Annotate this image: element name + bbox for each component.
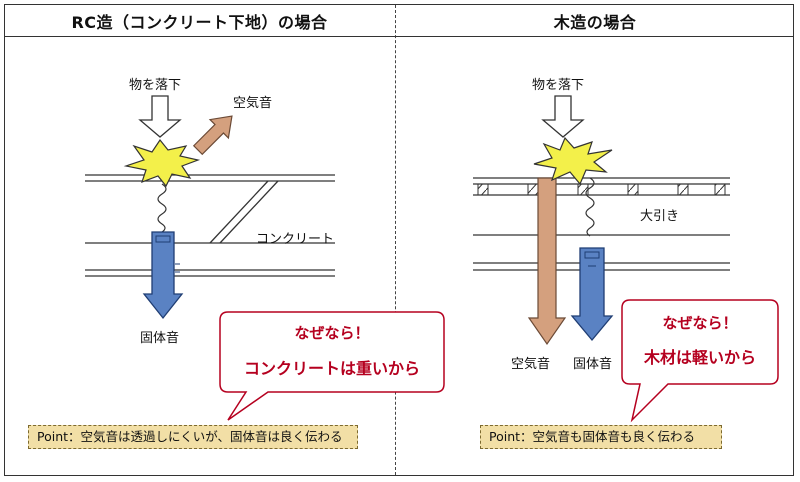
right-joists bbox=[477, 183, 726, 196]
right-airborne-label: 空気音 bbox=[511, 357, 551, 372]
left-callout-line1: なぜなら！ bbox=[294, 324, 370, 342]
right-point-box: Point：空気音も固体音も良く伝わる bbox=[480, 425, 722, 449]
right-drop-label: 物を落下 bbox=[532, 78, 585, 93]
right-drop-arrow bbox=[541, 95, 585, 138]
left-drop-arrow bbox=[138, 95, 182, 138]
right-solid-arrow bbox=[570, 247, 614, 342]
left-solid-label: 固体音 bbox=[140, 331, 180, 346]
right-callout-line1: なぜなら！ bbox=[662, 314, 738, 332]
right-solid-label: 固体音 bbox=[573, 357, 613, 372]
right-callout-line2: 木材は軽いから bbox=[643, 348, 756, 367]
panel-divider bbox=[395, 5, 396, 475]
left-drop-label: 物を落下 bbox=[129, 78, 182, 93]
left-solid-arrow bbox=[142, 231, 184, 320]
left-slab-lines bbox=[85, 174, 335, 277]
right-vibration-line bbox=[585, 177, 595, 237]
right-beam-label: 大引き bbox=[640, 209, 680, 224]
left-point-box: Point：空気音は透過しにくいが、固体音は良く伝わる bbox=[28, 425, 358, 449]
right-panel-title: 木造の場合 bbox=[553, 13, 637, 32]
left-callout-bubble bbox=[219, 311, 445, 421]
diagram-frame bbox=[4, 4, 794, 476]
left-vibration-line bbox=[157, 183, 167, 233]
left-panel-title: RC造（コンクリート下地）の場合 bbox=[71, 13, 328, 32]
left-airborne-label: 空気音 bbox=[233, 96, 273, 111]
left-callout-line2: コンクリートは重いから bbox=[243, 359, 420, 378]
header-rule bbox=[4, 36, 794, 37]
right-callout-bubble bbox=[621, 299, 779, 423]
left-impact-star bbox=[123, 138, 201, 188]
right-airborne-arrow bbox=[527, 177, 567, 346]
left-concrete-label: コンクリート bbox=[256, 232, 335, 247]
right-impact-star bbox=[533, 136, 613, 186]
left-airborne-arrow bbox=[192, 115, 233, 156]
